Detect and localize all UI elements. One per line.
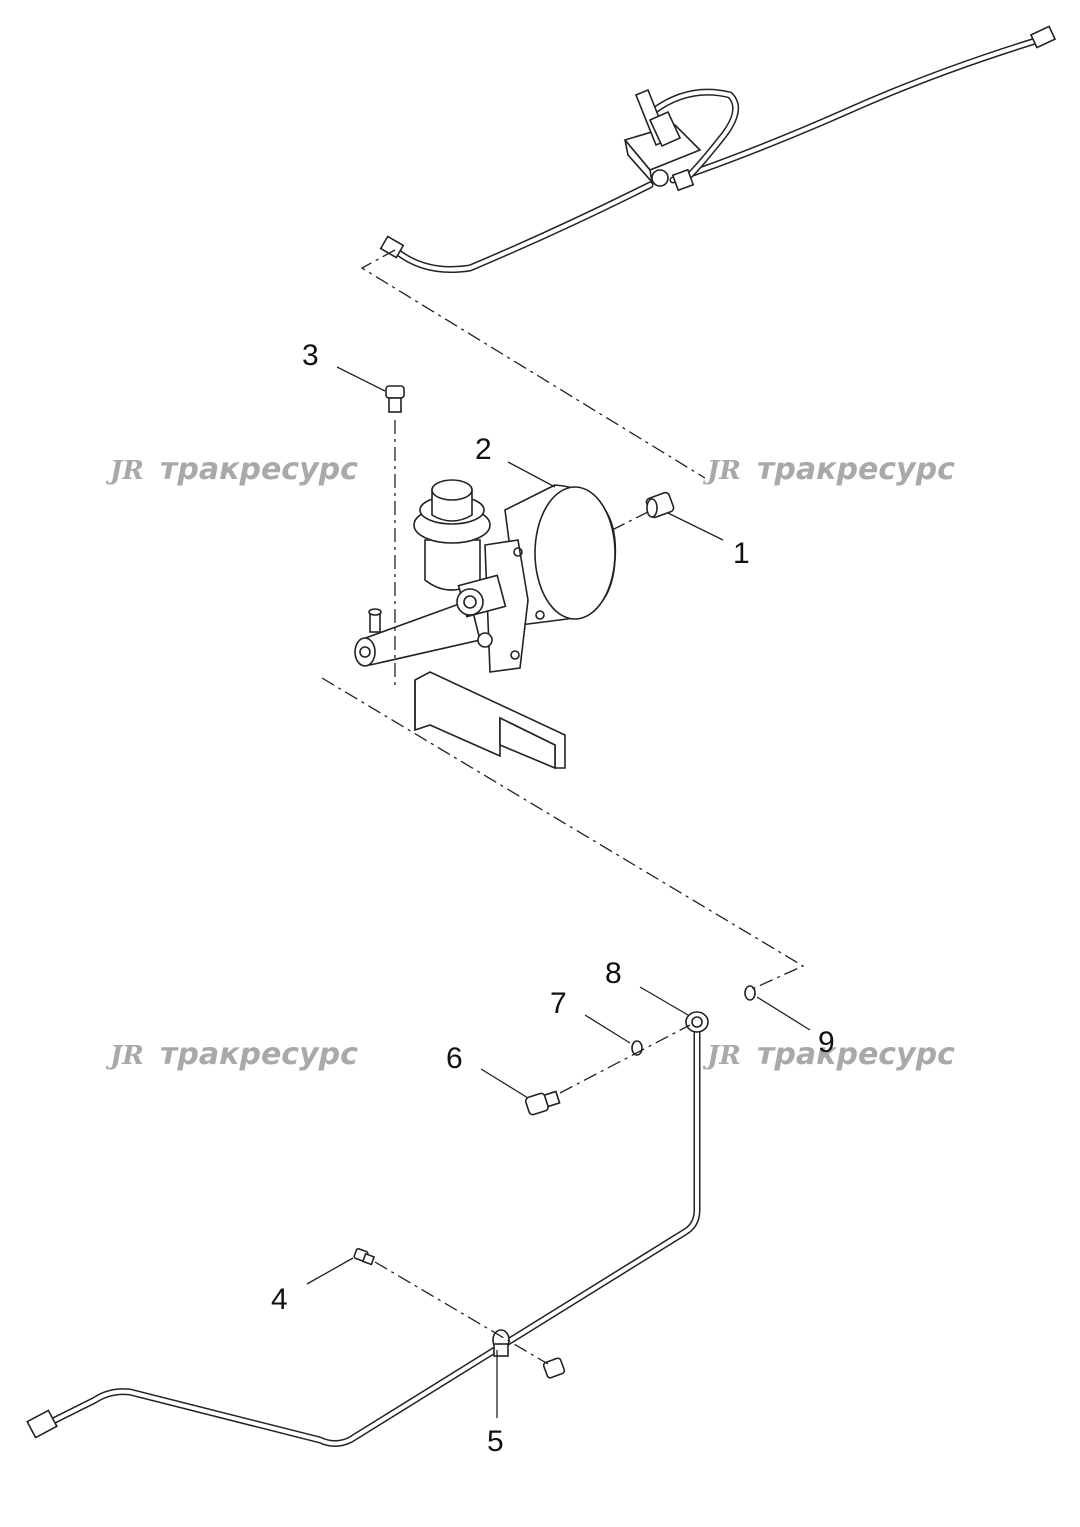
leader-7 xyxy=(584,1014,631,1044)
watermark-text: тракресурс xyxy=(757,452,955,487)
dash-line-bolt-6 xyxy=(559,1024,691,1094)
leader-1 xyxy=(667,512,724,541)
leader-8 xyxy=(639,986,689,1016)
callout-3: 3 xyxy=(302,339,319,372)
leader-9 xyxy=(756,996,811,1031)
callout-9: 9 xyxy=(818,1026,835,1059)
watermark-text: тракресурс xyxy=(160,1037,358,1072)
callout-2: 2 xyxy=(475,433,492,466)
callout-7: 7 xyxy=(550,987,567,1020)
watermark-bottom-left: JR тракресурс xyxy=(105,1037,358,1072)
part-9-washer xyxy=(744,985,756,1001)
watermark-bottom-right: JR тракресурс xyxy=(702,1037,955,1072)
clamp-nut xyxy=(542,1357,566,1379)
leader-4 xyxy=(306,1257,354,1285)
watermark-logo: JR xyxy=(105,456,144,486)
brake-pipe xyxy=(26,1011,709,1447)
watermark-logo: JR xyxy=(105,1041,144,1071)
part-5-clamp xyxy=(492,1329,510,1357)
watermark-top-left: JR тракресурс xyxy=(105,452,358,487)
part-4-bolt xyxy=(353,1248,376,1266)
callout-6: 6 xyxy=(446,1042,463,1075)
watermark-logo: JR xyxy=(702,456,741,486)
watermark-text: тракресурс xyxy=(160,452,358,487)
callout-1: 1 xyxy=(733,537,750,570)
dash-line-booster-to-pipe xyxy=(321,677,805,991)
watermark-text: тракресурс xyxy=(757,1037,955,1072)
part-3-bolt xyxy=(385,385,405,413)
watermark-top-right: JR тракресурс xyxy=(702,452,955,487)
leader-6 xyxy=(480,1068,529,1099)
part-6-bolt xyxy=(524,1090,561,1116)
brake-booster xyxy=(354,479,617,770)
dash-line-hose-to-port xyxy=(360,249,706,479)
dash-line-bolt-4 xyxy=(374,1261,549,1365)
part-7-washer xyxy=(631,1040,643,1056)
pedal-valve-assembly xyxy=(379,25,1057,274)
callout-8: 8 xyxy=(605,957,622,990)
watermark-logo: JR xyxy=(702,1041,741,1071)
leader-3 xyxy=(336,366,386,392)
leader-2 xyxy=(507,461,556,488)
callout-5: 5 xyxy=(487,1425,504,1458)
dash-line-port-1 xyxy=(611,511,649,531)
part-1-fitting xyxy=(645,491,675,519)
callout-4: 4 xyxy=(271,1283,288,1316)
